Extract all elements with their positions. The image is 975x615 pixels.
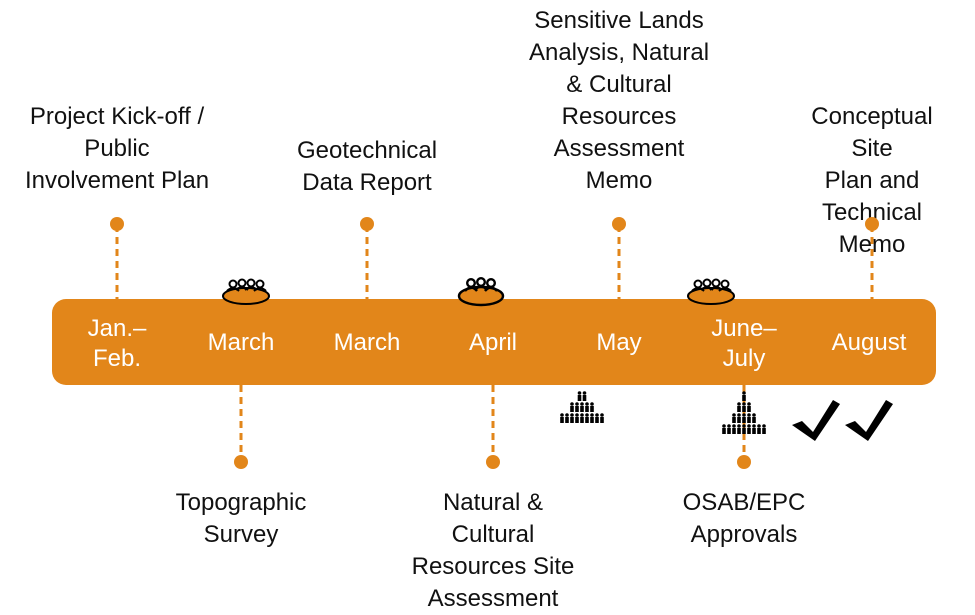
checkmark-icon [792,400,840,441]
crowd-icon [560,391,604,423]
milestone-dot-conceptual [865,217,879,231]
month-label-march-1: March [207,329,275,356]
checkmark-icon [845,400,893,441]
month-label-march-2: March [333,329,401,356]
timeline-bar [52,299,936,385]
milestone-label-topographic-survey: Topographic Survey [175,489,307,548]
month-label-april: April [468,329,518,356]
meeting-table-icon [457,277,505,307]
milestone-label-geotechnical-report: Geotechnical Data Report [296,137,438,196]
month-label-august: August [831,329,907,356]
milestone-label-sensitive-lands: Sensitive Lands Analysis, Natural & Cult… [528,7,710,194]
milestone-label-conceptual-site-plan: Conceptual Site Plan and Technical Memo [811,103,933,258]
meeting-table-icon [687,278,735,305]
month-label-june-july: June– July [711,315,777,372]
milestone-label-project-kickoff: Project Kick-off / Public Involvement Pl… [24,103,210,194]
meeting-table-icon [222,278,270,305]
milestone-dot-topographic [234,455,248,469]
milestone-dot-geotechnical [360,217,374,231]
month-label-may: May [596,329,642,356]
milestone-dot-sensitive-lands [612,217,626,231]
crowd-icon [722,391,766,434]
month-label-jan-feb: Jan.– Feb. [87,315,147,372]
milestone-dot-osab [737,455,751,469]
milestone-label-osab-epc: OSAB/EPC Approvals [682,489,806,548]
milestone-dot-site-assessment [486,455,500,469]
milestone-label-site-assessment: Natural & Cultural Resources Site Assess… [411,489,575,612]
milestone-dot-kickoff [110,217,124,231]
